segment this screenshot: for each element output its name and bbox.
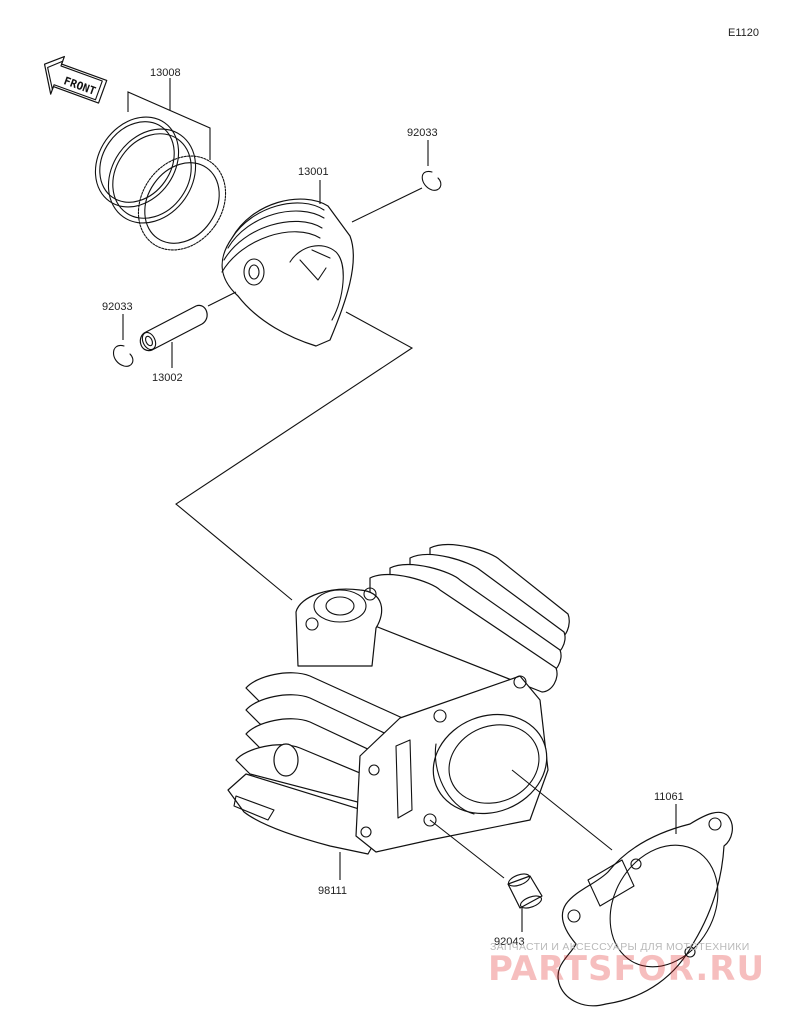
part-label-clip-left: 92033 — [102, 301, 133, 313]
part-label-dowel: 92043 — [494, 936, 525, 948]
base-gasket — [557, 811, 733, 1007]
part-label-pin: 13002 — [152, 372, 183, 384]
cylinder-block — [227, 543, 570, 855]
dowel-pin — [507, 873, 543, 909]
circlip-left — [112, 344, 134, 367]
diagram-code: E1120 — [728, 27, 759, 39]
front-arrow-icon: FRONT — [43, 55, 108, 104]
part-label-cylinder: 98111 — [318, 885, 347, 897]
circlip-right — [421, 170, 442, 191]
part-label-clip-right: 92033 — [407, 127, 438, 139]
part-label-rings: 13008 — [150, 67, 181, 79]
piston — [221, 198, 354, 347]
part-label-piston: 13001 — [298, 166, 329, 178]
part-label-gasket: 11061 — [654, 791, 684, 803]
piston-ring-set — [94, 116, 227, 251]
piston-pin — [139, 304, 208, 352]
watermark-brand: PARTSFOR.RU — [488, 949, 765, 989]
watermark-tagline: ЗАПЧАСТИ И АКСЕССУАРЫ ДЛЯ МОТОТЕХНИКИ — [490, 941, 750, 953]
